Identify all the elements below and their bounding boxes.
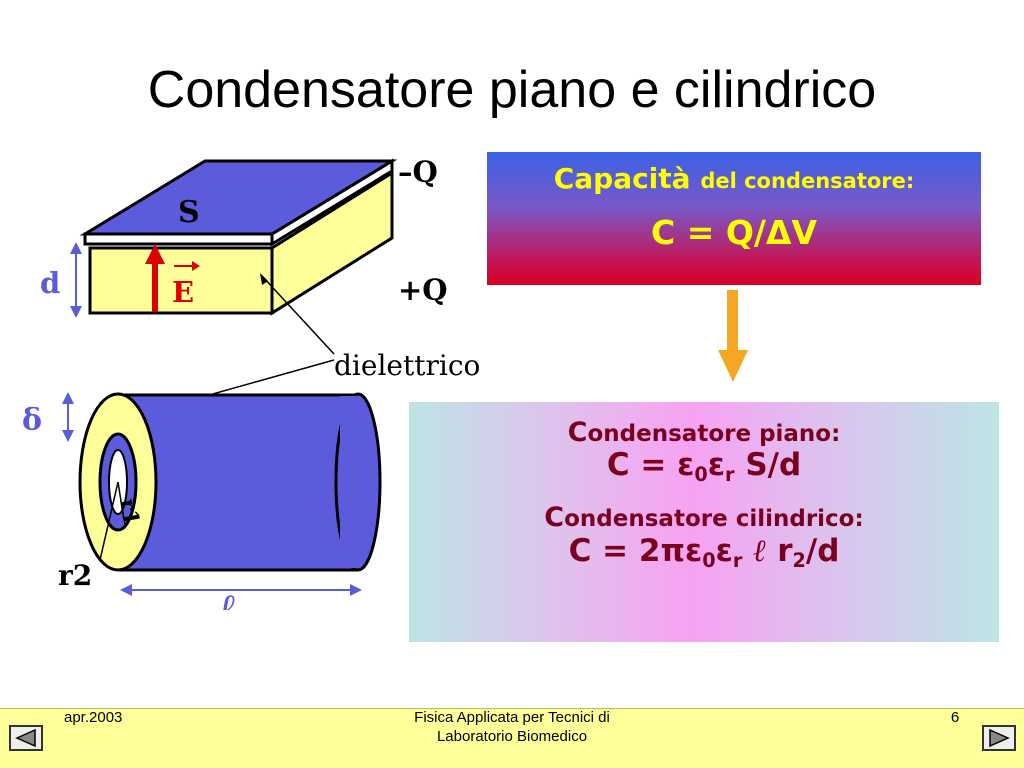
footer-course-line2: Laboratorio Biomedico	[436, 727, 588, 745]
cylinder-end-cover	[340, 396, 358, 568]
delta-arrow-down-icon	[62, 430, 74, 442]
cilindrico-formula: C = 2πε0εr ℓ r2/d	[568, 532, 840, 572]
previous-slide-button[interactable]	[9, 725, 43, 751]
footer-date: apr.2003	[64, 709, 123, 726]
capacity-box: Capacità del condensatore: C = Q/ΔV	[487, 152, 981, 285]
label-s: S	[178, 195, 200, 230]
label-e: E	[172, 275, 194, 309]
label-plus-q: +Q	[398, 273, 448, 307]
page-number: 6	[950, 709, 960, 726]
d-arrow-down-icon	[70, 306, 82, 318]
label-d: d	[40, 266, 60, 300]
cylinder-body	[120, 395, 358, 570]
capacitor-diagram: S –Q +Q d E dielettrico r1 δ r2 ℓ	[22, 155, 480, 610]
label-r1: r1	[114, 497, 144, 528]
top-plate	[79, 159, 398, 236]
field-arrow-head-icon	[145, 244, 165, 264]
capacity-heading-main: Capacità	[553, 162, 691, 195]
pointer-arrow-plate-icon	[260, 273, 268, 285]
dielectric-front-face	[88, 246, 274, 315]
capacity-heading: Capacità del condensatore:	[487, 162, 981, 195]
length-arrow-left-icon	[120, 584, 132, 596]
next-slide-button[interactable]	[982, 725, 1016, 751]
label-delta: δ	[22, 403, 42, 438]
capacity-formula: C = Q/ΔV	[650, 213, 818, 252]
r2-indicator	[99, 481, 119, 561]
pointer-line-plate	[261, 275, 335, 355]
footer-course-line1: Fisica Applicata per Tecnici di	[414, 709, 610, 726]
delta-arrow-up-icon	[62, 392, 74, 404]
cilindrico-heading: Condensatore cilindrico:	[544, 501, 864, 533]
footer-course: Fisica Applicata per Tecnici di Laborato…	[342, 709, 682, 747]
label-minus-q: –Q	[398, 155, 438, 189]
d-arrow-up-icon	[70, 242, 82, 254]
piano-formula: C = ε0εr S/d	[606, 447, 802, 486]
slide-title: Condensatore piano e cilindrico	[147, 61, 877, 119]
triangle-right-icon	[989, 728, 1010, 748]
label-l: ℓ	[218, 586, 235, 610]
piano-heading: Condensatore piano:	[567, 417, 841, 448]
length-arrow-right-icon	[350, 584, 362, 596]
capacity-heading-rest: del condensatore:	[700, 169, 915, 193]
label-r2: r2	[58, 559, 92, 592]
down-arrow-icon	[718, 350, 748, 382]
label-dielettrico: dielettrico	[334, 349, 480, 382]
r1-indicator	[117, 481, 125, 521]
down-arrow-shaft	[727, 290, 738, 352]
footer-bar	[0, 708, 1024, 768]
vector-arrow-icon	[192, 261, 200, 271]
triangle-left-icon	[15, 728, 36, 748]
formulas-box: Condensatore piano: C = ε0εr S/d Condens…	[409, 402, 999, 642]
